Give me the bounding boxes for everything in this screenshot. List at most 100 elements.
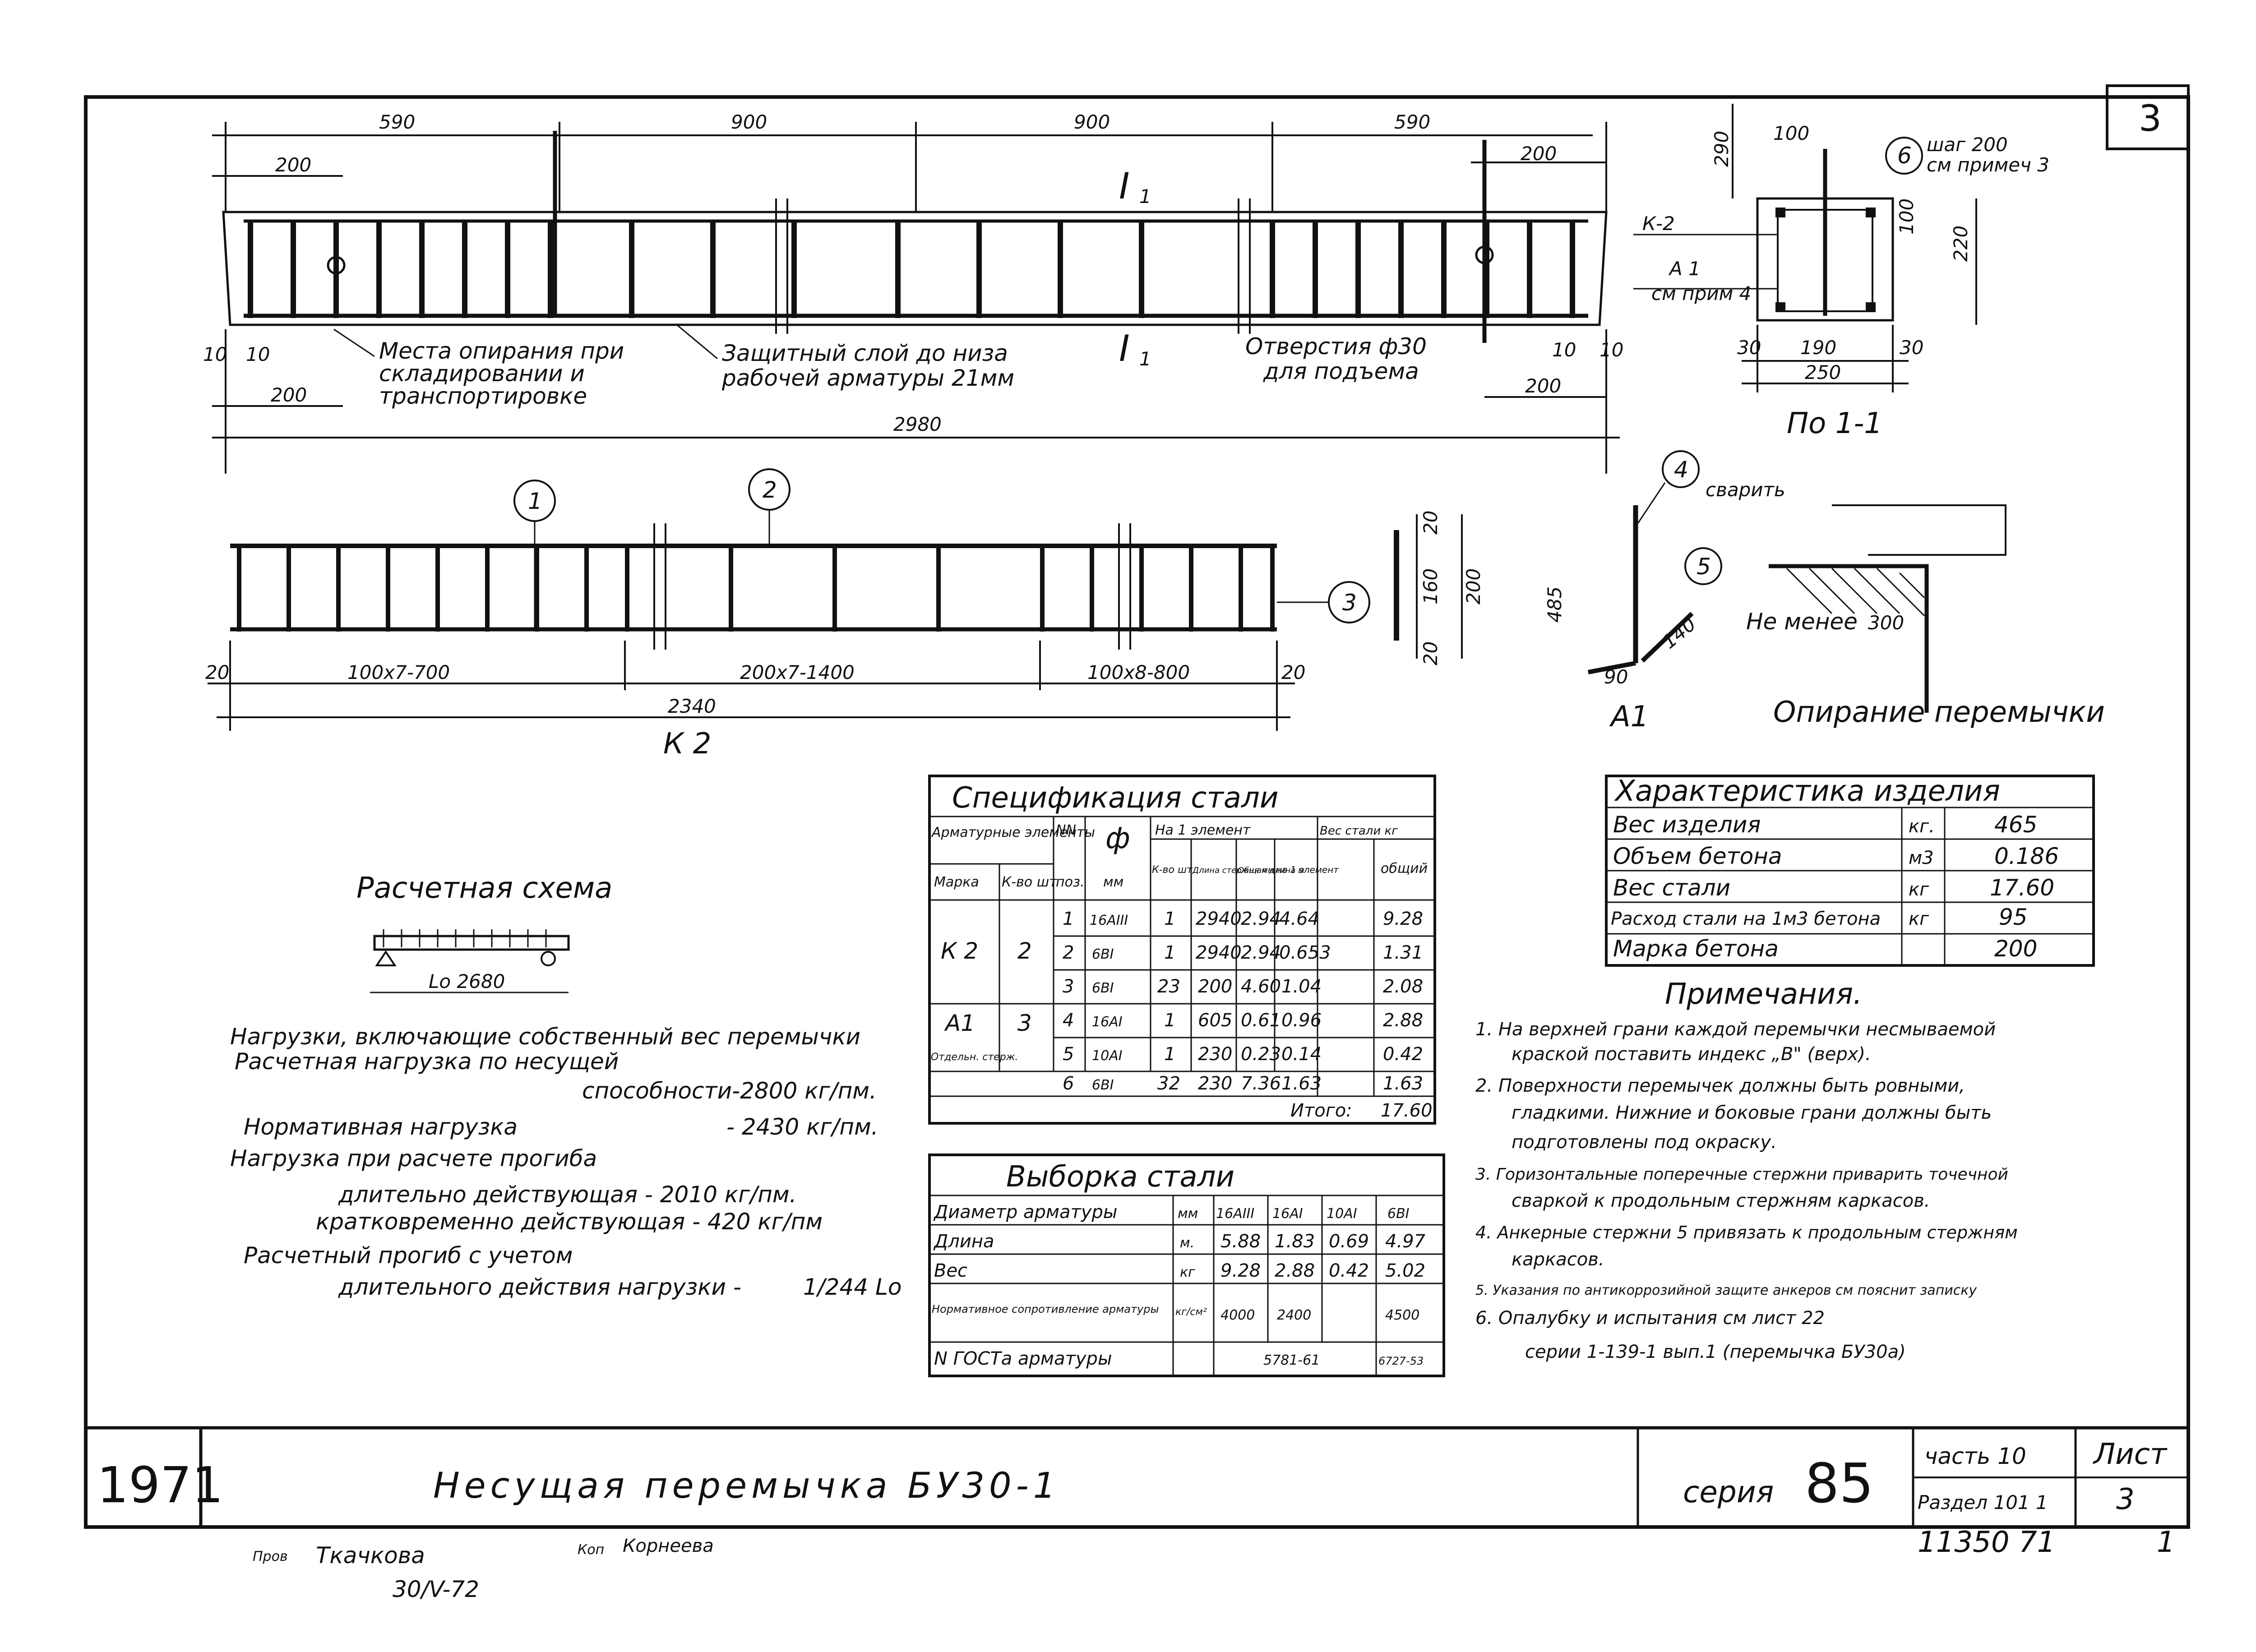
sample-len-2: 1.83 xyxy=(1275,1231,1315,1252)
spec-r3-w1: 1.04 xyxy=(1281,976,1322,997)
support-detail: Не менее 300 Опирание перемычки xyxy=(1746,504,2105,729)
spec-r1-wt: 9.28 xyxy=(1383,909,1423,929)
sample-dia-2: 16AI xyxy=(1272,1206,1303,1222)
spec-total: 17.60 xyxy=(1381,1100,1433,1121)
sample-wt-label: Вес xyxy=(934,1260,967,1281)
sample-len-4: 4.97 xyxy=(1385,1231,1426,1252)
beam-outline xyxy=(222,211,1608,326)
spec-r3-dia: 6BI xyxy=(1092,980,1114,996)
sample-res-label: Нормативное сопротивление арматуры xyxy=(932,1303,1159,1315)
spec-h-count: К-во шт xyxy=(1002,874,1058,890)
dim-200-bottom-left: 200 xyxy=(271,384,307,406)
spec-r2-len: 2940 xyxy=(1196,942,1242,963)
spec-r1-w1: 4.64 xyxy=(1279,909,1319,929)
title-series-no: 85 xyxy=(1805,1453,1874,1515)
k2-v160: 160 xyxy=(1419,568,1442,605)
note-line-2: краской поставить индекс „В" (верх). xyxy=(1512,1044,1871,1065)
notes-block: Примечания. 1. На верхней грани каждой п… xyxy=(1475,978,2018,1362)
calc-defl: Расчетный прогиб с учетом xyxy=(244,1242,573,1269)
k2-side-dims xyxy=(1416,514,1463,659)
spec-r5-qty: 1 xyxy=(1164,1044,1175,1065)
spec-r6-tot: 7.36 xyxy=(1241,1073,1281,1094)
spec-title: Спецификация стали xyxy=(952,781,1278,815)
props-r3-unit: кг xyxy=(1909,879,1929,900)
k2-seg3: 100x8-800 xyxy=(1087,661,1190,683)
spec-r5-dia: 10AI xyxy=(1092,1048,1123,1064)
sample-len-3: 0.69 xyxy=(1329,1231,1369,1252)
sample-table: Выборка стали Диаметр арматуры мм 16AIII… xyxy=(928,1154,1445,1377)
spec-r1-qty: 1 xyxy=(1164,909,1175,929)
calc-span: Lo 2680 xyxy=(429,970,505,992)
section-a1: А 1 xyxy=(1668,258,1701,280)
callout-4-leader xyxy=(1637,482,1666,524)
support-d300: 300 xyxy=(1868,612,1904,634)
lifting-hole-left xyxy=(327,256,346,275)
spec-r2-tot: 2.94 xyxy=(1241,942,1281,963)
sample-wt-1: 9.28 xyxy=(1220,1260,1261,1281)
a1-d90: 90 xyxy=(1604,666,1628,688)
props-r3-label: Вес стали xyxy=(1613,875,1730,901)
frame-k2-view: 1 2 3 20 100x7-700 200x7-1400 100x8-800 … xyxy=(205,468,1484,761)
signature-name-1: Ткачкова xyxy=(316,1542,425,1569)
k2-dimension-lines xyxy=(208,641,1295,731)
spec-h-pos: поз. xyxy=(1056,874,1084,890)
sample-len-label: Длина xyxy=(933,1231,994,1252)
spec-r3-len: 200 xyxy=(1198,976,1232,997)
spec-group-sep-mark: Отдельн. стерж. xyxy=(931,1052,1018,1063)
props-r1-val: 465 xyxy=(1994,812,2037,838)
calc-beam xyxy=(373,935,570,951)
a1-diagonal xyxy=(1641,612,1694,663)
support-lintel xyxy=(1832,504,2006,556)
calc-title: Расчетная схема xyxy=(356,872,612,905)
sample-res-unit: кг/см² xyxy=(1175,1306,1207,1318)
spec-r1-dia: 16AIII xyxy=(1090,913,1128,928)
sample-border xyxy=(928,1154,1445,1377)
props-r4-unit: кг xyxy=(1909,909,1929,929)
support-not-less: Не менее xyxy=(1746,609,1858,635)
a1-weld: сварить xyxy=(1706,479,1785,501)
section-d290: 290 xyxy=(1710,131,1733,167)
anchor-a1-view: 4 сварить 5 485 90 140 А1 xyxy=(1544,450,1785,734)
props-r1-unit: кг. xyxy=(1909,816,1935,837)
sample-col0: Диаметр арматуры xyxy=(933,1202,1117,1223)
dim-200-right: 200 xyxy=(1521,143,1557,165)
spec-r2-pos: 2 xyxy=(1063,942,1074,963)
spec-h-total: общий xyxy=(1381,861,1428,877)
props-r3-val: 17.60 xyxy=(1990,875,2054,901)
spec-r4-tot: 0.61 xyxy=(1241,1010,1281,1031)
note-holes-1: Отверстия ф30 xyxy=(1245,333,1427,360)
sample-wt-4: 5.02 xyxy=(1385,1260,1425,1281)
props-r4-val: 95 xyxy=(1999,904,2028,930)
spec-r5-wt: 0.42 xyxy=(1383,1044,1423,1065)
spec-r4-wt: 2.88 xyxy=(1383,1010,1423,1031)
callout-4 xyxy=(1662,450,1700,488)
note-line-11: 6. Опалубку и испытания см лист 22 xyxy=(1475,1308,1825,1329)
section-d250: 250 xyxy=(1805,361,1841,383)
calc-defl2: длительного действия нагрузки - xyxy=(338,1274,741,1300)
calc-design-load: Расчетная нагрузка по несущей xyxy=(235,1048,619,1075)
sample-dia-4: 6BI xyxy=(1387,1206,1410,1222)
spec-r3-pos: 3 xyxy=(1063,976,1074,997)
spec-r2-dia: 6BI xyxy=(1092,946,1114,962)
note-line-4: гладкими. Нижние и боковые грани должны … xyxy=(1512,1103,1992,1123)
a1-d485: 485 xyxy=(1544,586,1566,623)
signature-date: 30/V-72 xyxy=(393,1576,479,1602)
spec-h-qty: К-во шт xyxy=(1152,864,1193,876)
bottom-dimension-lines xyxy=(212,329,1620,474)
spec-h-mm: мм xyxy=(1103,874,1123,890)
section-bars xyxy=(1775,208,1876,312)
notes-title: Примечания. xyxy=(1665,978,1862,1011)
title-series-label: серия xyxy=(1683,1475,1774,1509)
dim-200-bottom-right: 200 xyxy=(1525,375,1561,397)
sample-title: Выборка стали xyxy=(1006,1160,1234,1194)
section-d100v: 100 xyxy=(1895,198,1918,235)
dim-10b: 10 xyxy=(246,343,270,365)
spec-group-k2-mark: К 2 xyxy=(941,938,978,964)
support-hatch xyxy=(1786,568,1925,617)
spec-r6-pos: 6 xyxy=(1063,1073,1074,1094)
spec-r6-wt: 1.63 xyxy=(1383,1073,1423,1094)
spec-r6-len: 230 xyxy=(1198,1073,1232,1094)
sample-wt-3: 0.42 xyxy=(1329,1260,1369,1281)
callout-3-text: 3 xyxy=(1342,590,1357,616)
spec-r1-tot: 2.94 xyxy=(1241,909,1281,929)
